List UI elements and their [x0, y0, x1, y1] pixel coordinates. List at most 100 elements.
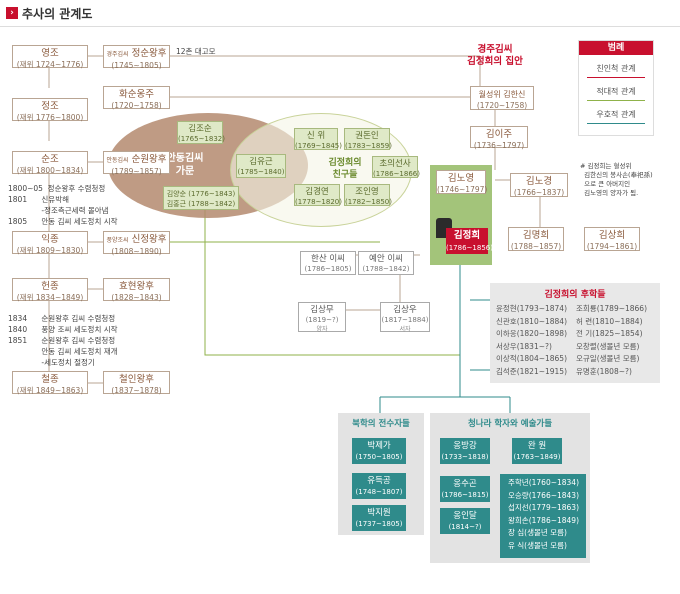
- dates: (1837~1878): [111, 386, 162, 395]
- princess-hwasun: 화순옹주(1720~1758): [103, 86, 170, 110]
- student: 허 련(1810~1884): [576, 316, 643, 326]
- person-kim-yangsun-honggeun: 김양순 (1776~1843)김홍근 (1788~1842): [163, 186, 239, 210]
- dates: (1782~1850): [345, 198, 392, 206]
- legend-hostile: 적대적 관계: [596, 87, 636, 96]
- dates: (1785~1840): [237, 168, 285, 176]
- dates: (재위 1724~1776): [16, 60, 84, 69]
- person-kim-noyeong: 김노영(1746~1797): [436, 170, 488, 194]
- king-cheoljong: 철종(재위 1849~1863): [12, 371, 88, 395]
- name: 김상우: [393, 305, 417, 315]
- dates: (1720~1758): [111, 101, 162, 110]
- name: 박제가: [367, 441, 391, 451]
- students-list: 윤정현(1793~1874)조희룡(1789~1866) 신관호(1810~18…: [496, 303, 656, 378]
- name: 화순옹주: [119, 89, 154, 100]
- name: 월성위 김한신: [478, 90, 526, 99]
- dates: (1819~?): [305, 316, 339, 324]
- queen-cheorin: 철인왕후(1837~1878): [103, 371, 170, 395]
- name: 옹수곤: [453, 479, 477, 489]
- qing-title: 청나라 학자와 예술가들: [467, 419, 553, 429]
- king-yeongjo: 영조(재위 1724~1776): [12, 45, 88, 69]
- king-jeongjo: 정조(재위 1776~1800): [12, 98, 88, 122]
- event-line: 1801 신유박해: [8, 195, 69, 204]
- legend-friendly: 우호적 관계: [596, 110, 636, 119]
- student: 유명훈(1808~?): [576, 366, 632, 376]
- name: 헌종: [41, 281, 59, 292]
- dates: (1778~1820): [295, 198, 342, 206]
- dates: (1794~1861): [586, 242, 638, 251]
- label-daegogo: 12촌 대고모: [176, 47, 216, 56]
- prefix: 풍양조씨: [106, 237, 129, 244]
- student: 오규일(생몰년 모름): [576, 354, 640, 363]
- event-line: 1805 안동 김씨 세도정치 시작: [8, 217, 118, 226]
- friend-kimgyeongyeon: 김경연(1778~1820): [294, 184, 342, 206]
- dates: (1817~1884): [381, 316, 429, 324]
- dates: (1789~1857): [111, 167, 162, 176]
- name: 김상무: [310, 305, 334, 315]
- events-heonjong: 1834 순원왕후 김씨 수렴청정 1840 풍양 조씨 세도정치 시작 185…: [8, 313, 118, 368]
- dates: (1746~1797): [437, 185, 488, 194]
- person-kim-josun: 김조순(1765~1832): [177, 121, 225, 144]
- bukhak-title: 북학의 전수자들: [352, 419, 410, 429]
- name: 신정왕후: [131, 234, 167, 245]
- name-2: 김홍근 (1788~1842): [166, 200, 236, 208]
- dates: (1814~?): [448, 523, 482, 531]
- dates: (1808~1890): [111, 247, 162, 256]
- name: 순조: [41, 154, 59, 165]
- header-bar: [0, 0, 680, 27]
- student: 이하응(1820~1898): [496, 329, 568, 338]
- king-ikjong: 익종(재위 1809~1830): [12, 231, 88, 255]
- events-sunjo: 1800~05 정순왕후 수렴청정 1801 신유박해 -정조측근세력 몰아냄 …: [8, 183, 118, 227]
- name: 김유근: [249, 157, 273, 167]
- legend: 범례 친인척 관계 적대적 관계 우호적 관계: [578, 40, 654, 136]
- son-kim-sangmu: 김상무(1819~?)양자: [298, 302, 346, 333]
- son-kim-sangu: 김상우(1817~1884) 서자: [380, 302, 430, 333]
- name: 김상희: [598, 230, 626, 241]
- name: 효현왕후: [119, 281, 154, 292]
- person-kim-sanghui: 김상희(1794~1861): [584, 227, 640, 251]
- dates: (1763~1849): [513, 453, 561, 461]
- name: 김노영: [447, 173, 475, 184]
- dates: (1737~1805): [355, 520, 403, 528]
- name: 조인영: [355, 187, 379, 197]
- dates: (1786~1866): [373, 170, 420, 178]
- friend-choui: 초의선사(1786~1866): [372, 156, 420, 178]
- person-bak-jiwon: 박지원(1737~1805): [352, 505, 406, 531]
- dates: (1783~1859): [345, 142, 392, 150]
- dates: (1828~1843): [111, 293, 162, 302]
- dates: (1788~1842): [362, 265, 410, 273]
- dates: (재위 1809~1830): [16, 246, 84, 255]
- name: 정조: [41, 101, 59, 112]
- students-title: 김정희의 후학들: [544, 290, 606, 300]
- scholar: 주학년(1760~1834): [508, 478, 580, 487]
- dates: (1720~1758): [476, 101, 528, 110]
- name: 정순왕후: [131, 48, 167, 59]
- dates: (1786~1805): [304, 265, 352, 273]
- main-person-kim-jeonghui: 김정희 (1786~1856): [446, 228, 493, 254]
- wife-hansan-lee: 한산 이씨(1786~1805): [300, 251, 356, 275]
- dates: (1786~1815): [441, 491, 489, 499]
- name: 옹방강: [453, 441, 477, 451]
- dates: (1786~1856): [446, 244, 493, 252]
- scholar: 섭지선(1779~1863): [508, 503, 580, 512]
- prefix: 경주김씨: [106, 51, 129, 58]
- queen-sunwon: 안동김씨 순원왕후(1789~1857): [103, 151, 170, 176]
- name: 김정희: [453, 230, 481, 241]
- name: 옹인달: [453, 511, 477, 521]
- student: 오창렬(생몰년 모름): [576, 341, 640, 351]
- person-yu-deukgong: 유득공(1748~1807): [352, 473, 406, 499]
- qing-scholars-list: 주학년(1760~1834) 오승량(1766~1843) 섭지선(1779~1…: [500, 474, 586, 558]
- friend-gwondonin: 권돈인(1783~1859): [344, 128, 392, 150]
- scholar: 오승량(1766~1843): [508, 490, 580, 500]
- student: 전 기(1825~1854): [576, 329, 643, 338]
- dates: (1745~1805): [111, 61, 162, 70]
- relation: 서자: [399, 326, 411, 333]
- student: 윤정현(1793~1874): [496, 304, 568, 313]
- person-ong-indal: 옹인달 (1814~?): [440, 508, 490, 534]
- dates: (재위 1776~1800): [16, 113, 84, 122]
- student: 김석준(1821~1915): [496, 366, 568, 376]
- name: 예안 이씨: [369, 254, 403, 264]
- legend-friendly-line: [587, 123, 645, 124]
- event-line: 안동 김씨 세도정치 재개: [8, 347, 118, 356]
- person-ong-banggang: 옹방강(1733~1818): [440, 438, 490, 464]
- queen-sinjeong: 풍양조씨 신정왕후 (1808~1890): [103, 231, 170, 256]
